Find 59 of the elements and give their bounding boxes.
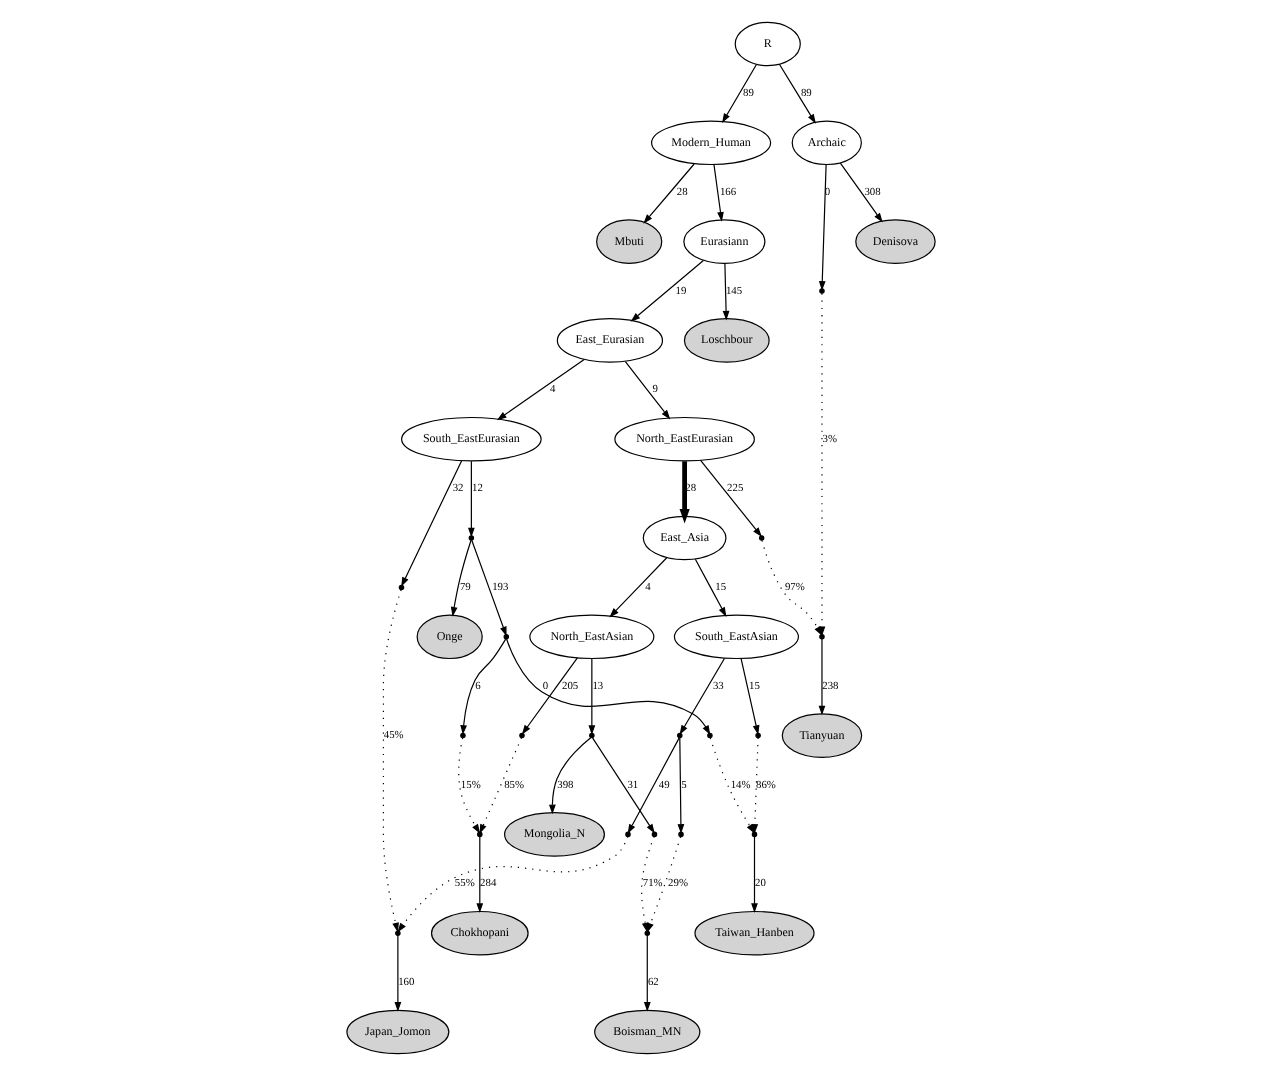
node-dot (467, 535, 474, 541)
node-dot (518, 732, 524, 739)
node-dot (502, 634, 509, 640)
node-dot (757, 535, 764, 541)
arrow (721, 263, 729, 321)
node-dot (397, 584, 404, 591)
node-dot (650, 831, 657, 838)
arrow (817, 638, 825, 716)
arrow (646, 836, 681, 933)
node-dot (750, 831, 757, 838)
arrow (626, 737, 679, 834)
node-dot (818, 634, 824, 640)
arrow (381, 589, 401, 933)
node-dot (818, 288, 824, 294)
node-dot (459, 732, 465, 739)
arrow (495, 358, 584, 421)
arrow (642, 934, 650, 1012)
arrow (400, 460, 462, 587)
arrow (623, 361, 670, 420)
arrow (548, 737, 591, 815)
arrow (449, 539, 471, 617)
arrow (587, 658, 595, 735)
arrow (478, 737, 522, 834)
arrow (467, 460, 474, 538)
arrow (470, 539, 506, 637)
node-dot (677, 831, 683, 838)
arrow (520, 657, 577, 735)
arrow (838, 162, 882, 223)
arrow (676, 737, 684, 834)
arrow (629, 259, 703, 322)
node-dot (754, 732, 760, 739)
node-dot (394, 930, 400, 936)
node-dot (706, 732, 712, 739)
arrow (750, 836, 757, 913)
node-dot (643, 930, 650, 936)
arrow (505, 638, 710, 735)
node-dot (676, 732, 682, 739)
arrow (760, 540, 822, 636)
arrow (457, 737, 480, 834)
arrow (459, 638, 506, 735)
arrow (393, 934, 401, 1012)
arrow (678, 461, 689, 524)
arrow (712, 164, 723, 222)
arrow (475, 836, 483, 913)
arrow (693, 558, 726, 617)
node-dot (476, 831, 482, 838)
arrow (699, 459, 761, 537)
arrow (777, 63, 815, 124)
arrow (642, 163, 694, 224)
arrow (817, 164, 826, 291)
arrow (590, 737, 654, 834)
arrow (750, 737, 758, 834)
node-dot (588, 732, 594, 739)
arrow (739, 657, 759, 735)
arrow (608, 557, 667, 618)
arrow (721, 64, 756, 124)
node-dot (624, 831, 630, 838)
arrow (396, 835, 628, 933)
arrow (678, 657, 725, 735)
